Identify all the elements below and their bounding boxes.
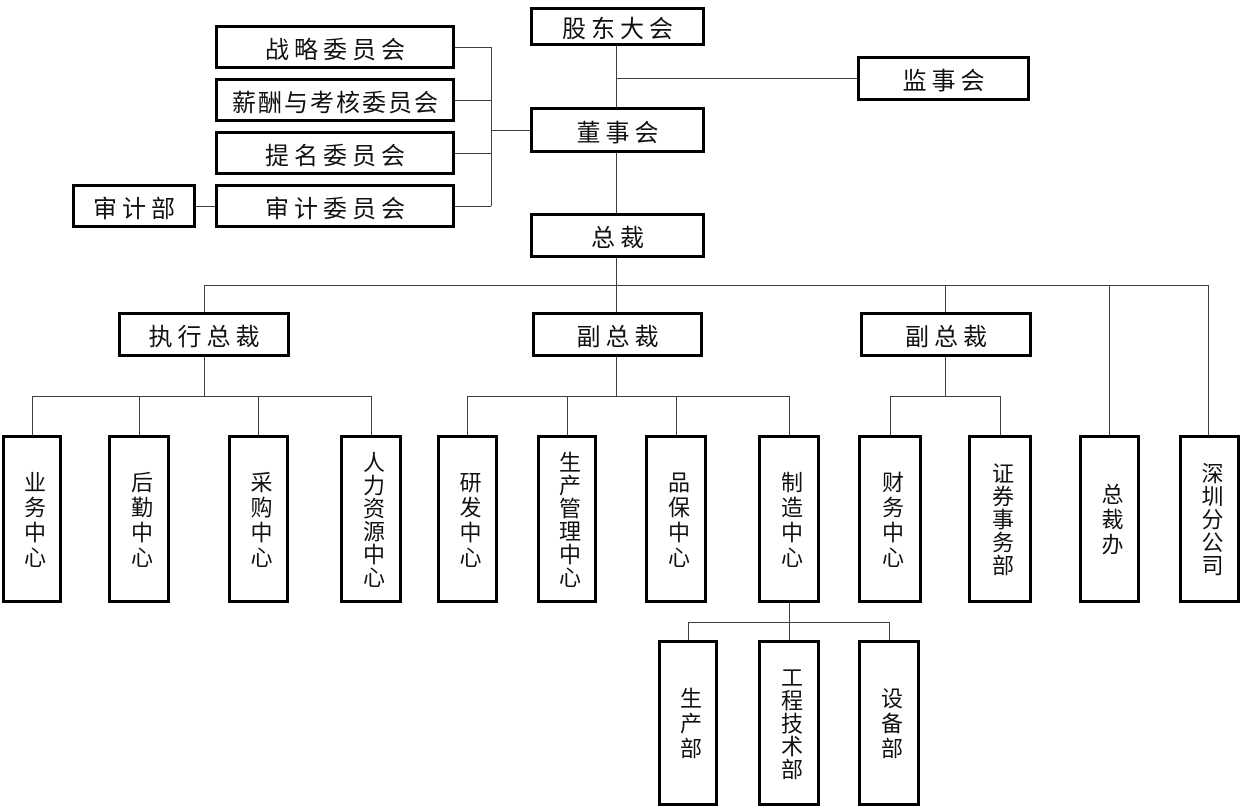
node-vice-president-2: 副总裁 xyxy=(860,312,1032,357)
connector-line xyxy=(1000,396,1001,435)
node-hr-center: 人力资源中心 xyxy=(340,435,402,603)
node-supervisory-board: 监事会 xyxy=(857,56,1030,101)
connector-line xyxy=(258,396,259,435)
node-board-of-directors: 董事会 xyxy=(530,107,705,153)
node-audit-committee: 审计委员会 xyxy=(215,184,455,228)
connector-line xyxy=(139,396,140,435)
node-quality-assurance-center: 品保中心 xyxy=(645,435,707,603)
node-shenzhen-branch: 深圳分公司 xyxy=(1179,435,1240,603)
connector-line xyxy=(491,47,492,206)
connector-line xyxy=(567,396,568,435)
node-president-office: 总裁办 xyxy=(1079,435,1140,603)
node-strategy-committee: 战略委员会 xyxy=(215,25,455,69)
node-securities-affairs-department: 证券事务部 xyxy=(968,435,1032,603)
node-executive-president: 执行总裁 xyxy=(118,312,290,357)
connector-line xyxy=(467,396,468,435)
node-rd-center: 研发中心 xyxy=(437,435,498,603)
node-nomination-committee: 提名委员会 xyxy=(215,131,455,175)
connector-line xyxy=(616,285,617,312)
node-logistics-center: 后勤中心 xyxy=(108,435,170,603)
connector-line xyxy=(1208,285,1209,435)
connector-line xyxy=(789,603,790,622)
connector-line xyxy=(890,396,891,435)
node-production-department: 生产部 xyxy=(658,640,718,806)
node-engineering-technology-department: 工程技术部 xyxy=(758,640,820,806)
connector-line xyxy=(491,130,530,131)
connector-line xyxy=(945,357,946,396)
node-finance-center: 财务中心 xyxy=(858,435,922,603)
connector-line xyxy=(455,206,491,207)
connector-line xyxy=(789,622,790,640)
connector-line xyxy=(32,396,33,435)
connector-line xyxy=(1109,285,1110,435)
connector-line xyxy=(688,622,689,640)
node-compensation-assessment-committee: 薪酬与考核委员会 xyxy=(215,78,455,122)
connector-line xyxy=(371,396,372,435)
connector-line xyxy=(204,285,205,312)
connector-line xyxy=(455,47,491,48)
connector-line xyxy=(196,206,215,207)
node-procurement-center: 采购中心 xyxy=(228,435,289,603)
node-business-center: 业务中心 xyxy=(2,435,62,603)
connector-line xyxy=(688,622,889,623)
connector-line xyxy=(616,258,617,285)
connector-line xyxy=(945,285,946,312)
node-president: 总裁 xyxy=(530,213,705,258)
node-production-management-center: 生产管理中心 xyxy=(537,435,597,603)
connector-line xyxy=(789,396,790,435)
connector-line xyxy=(204,357,205,396)
node-equipment-department: 设备部 xyxy=(858,640,920,806)
connector-line xyxy=(616,153,617,213)
connector-line xyxy=(616,357,617,396)
connector-line xyxy=(467,396,789,397)
node-vice-president-1: 副总裁 xyxy=(532,312,703,357)
node-audit-department: 审计部 xyxy=(72,184,196,228)
connector-line xyxy=(890,396,1000,397)
node-manufacturing-center: 制造中心 xyxy=(758,435,820,603)
connector-line xyxy=(455,100,491,101)
connector-line xyxy=(32,396,371,397)
connector-line xyxy=(616,45,617,107)
node-shareholders-meeting: 股东大会 xyxy=(530,7,705,46)
connector-line xyxy=(617,78,857,79)
connector-line xyxy=(455,153,491,154)
connector-line xyxy=(204,285,1209,286)
connector-line xyxy=(889,622,890,640)
connector-line xyxy=(676,396,677,435)
